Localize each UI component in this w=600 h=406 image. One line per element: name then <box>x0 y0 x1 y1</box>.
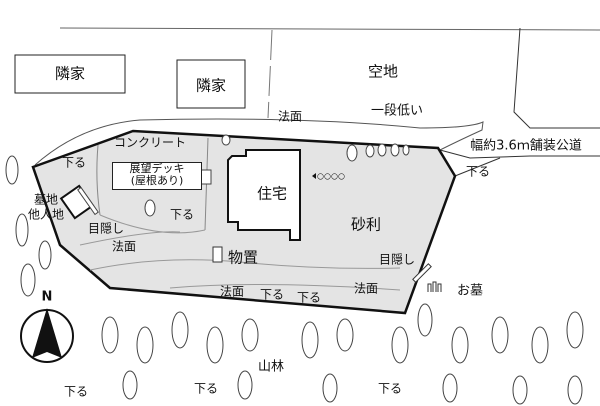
screen-fence <box>412 263 432 283</box>
screen-label: 目隠し <box>378 252 416 267</box>
slope-lines <box>79 231 401 291</box>
circles-label: ○○○○ <box>317 171 345 181</box>
down-label: 下る <box>193 381 219 396</box>
deck-stairs <box>200 169 212 185</box>
deck-label: 展望デッキ <box>129 162 185 175</box>
grave-icon <box>427 281 442 292</box>
section-line <box>99 214 206 234</box>
screen-label: 目隠し <box>87 221 125 236</box>
public-road-label: 幅約3.6ｍ舗装公道 <box>470 138 582 154</box>
deck-roof-label: (屋根あり) <box>130 174 184 187</box>
cemetery-label: 墓地 <box>33 192 59 207</box>
neighbor-house-label: 隣家 <box>54 64 86 83</box>
down-label: 下る <box>63 384 89 399</box>
slope-label: 法面 <box>277 109 303 124</box>
north-compass-icon <box>20 308 74 363</box>
grave-label: お墓 <box>456 283 484 299</box>
neighbor-house-box <box>14 54 126 94</box>
shed-label: 物置 <box>227 248 259 267</box>
screen-fence <box>77 186 99 216</box>
observation-deck: 展望デッキ (屋根あり) <box>112 162 202 190</box>
slope-label: 法面 <box>353 281 379 296</box>
north-label: N <box>41 289 53 305</box>
down-label: 下る <box>61 155 87 170</box>
lower-level-label: 一段低い <box>370 103 424 119</box>
gravel-label: 砂利 <box>350 215 382 234</box>
concrete-label: コンクリート <box>113 135 187 150</box>
forest-label: 山林 <box>257 359 285 375</box>
boundary-line <box>267 29 273 119</box>
shed-box <box>212 246 223 263</box>
slope-edge <box>34 118 484 166</box>
house-label: 住宅 <box>256 184 288 203</box>
road-edge <box>454 157 501 177</box>
neighbor-house-box <box>176 59 246 109</box>
down-label: 下る <box>259 287 285 302</box>
road-edge <box>439 149 600 159</box>
down-label: 下る <box>296 290 322 305</box>
arrow-icon <box>312 173 316 179</box>
down-label: 下る <box>465 164 491 179</box>
down-label: 下る <box>377 381 403 396</box>
slope-label: 法面 <box>111 239 137 254</box>
road-edge <box>513 27 600 129</box>
boundary-line <box>59 27 600 31</box>
cemetery-owner-label: 他人地 <box>27 207 65 222</box>
trees <box>5 134 584 405</box>
down-label: 下る <box>169 207 195 222</box>
vacant-lot-label: 空地 <box>367 62 399 81</box>
house-outline <box>227 149 301 241</box>
neighbor-house-label: 隣家 <box>195 76 227 95</box>
slope-label: 法面 <box>219 284 245 299</box>
section-line <box>96 144 101 216</box>
